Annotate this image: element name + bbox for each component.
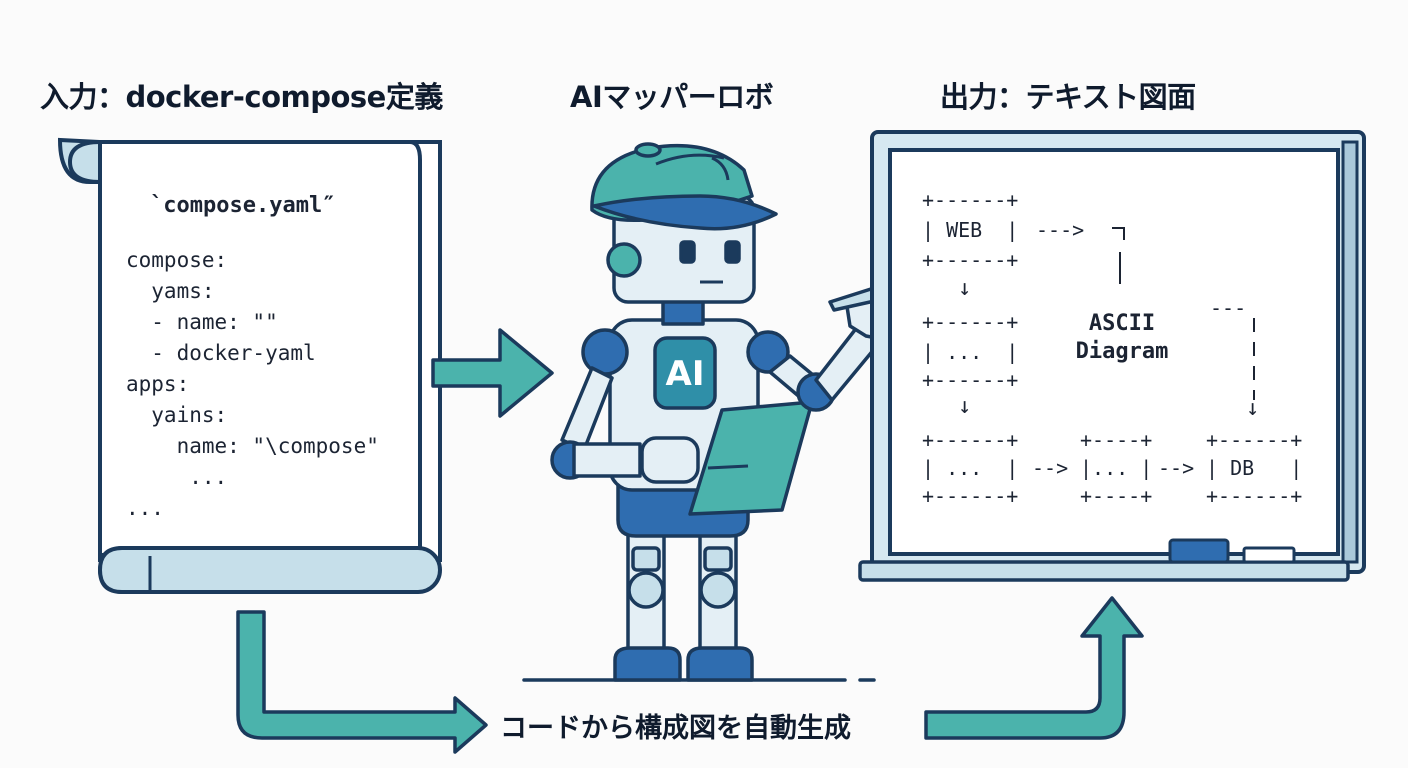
yaml-code-line: ... <box>126 465 228 489</box>
box4-top: +----+ <box>1080 428 1153 452</box>
scroll-filename: `compose.yaml″ <box>150 193 336 218</box>
box3-label: | ... | <box>922 456 1019 480</box>
box4-bottom: +----+ <box>1080 484 1153 508</box>
bottom-caption: コードから構成図を自動生成 <box>500 713 851 744</box>
yaml-code-line: compose: <box>126 248 228 272</box>
ascii-diagram-label: ASCII Diagram <box>1075 311 1169 364</box>
yaml-code-line: yams: <box>126 279 215 303</box>
yaml-code-line: yains: <box>126 403 228 427</box>
yaml-scroll <box>57 137 442 594</box>
eraser-icon <box>1168 538 1230 564</box>
web-box-label: | WEB | <box>922 218 1019 242</box>
db-box-label: | DB | <box>1206 456 1303 480</box>
down-arrow-1: ↓ <box>958 276 972 301</box>
box2-bottom: +------+ <box>922 368 1019 392</box>
yaml-code-line: - docker-yaml <box>126 341 316 365</box>
down-arrow-2: ↓ <box>958 394 972 419</box>
whiteboard-tray <box>858 560 1350 582</box>
box3-top: +------+ <box>922 428 1019 452</box>
box2-label: | ... | <box>922 340 1019 364</box>
yaml-code-line: - name: "" <box>126 310 278 334</box>
yaml-code-line: ... <box>126 496 164 520</box>
ai-mapper-robot <box>550 142 928 682</box>
web-box-bottom: +------+ <box>922 248 1019 272</box>
web-box-top: +------+ <box>922 188 1019 212</box>
box3-bottom: +------+ <box>922 484 1019 508</box>
arrow-b: --> <box>1158 456 1195 480</box>
whiteboard <box>858 130 1366 582</box>
input-heading: 入力：docker-compose定義 <box>40 80 443 114</box>
box2-top: +------+ <box>922 310 1019 334</box>
ascii-connectors <box>1112 227 1255 400</box>
box4-label: |... | <box>1080 456 1153 480</box>
arrow-input-to-robot <box>431 328 554 418</box>
arrow-a: --> <box>1032 456 1069 480</box>
down-arrow-3: ↓ <box>1246 396 1260 421</box>
marker-icon <box>1242 546 1296 564</box>
bottom-flow-right-arrow <box>924 596 1144 740</box>
ai-badge: AI <box>665 354 705 394</box>
yaml-code-line: apps: <box>126 372 190 396</box>
web-arrow: ---> <box>1036 218 1085 242</box>
db-box-top: +------+ <box>1206 428 1303 452</box>
bottom-flow-left-arrow <box>236 610 488 754</box>
db-box-bottom: +------+ <box>1206 484 1303 508</box>
yaml-code-line: name: "\compose" <box>126 434 379 458</box>
dash-top: --- <box>1210 296 1247 320</box>
output-heading: 出力：テキスト図面 <box>940 80 1196 114</box>
robot-heading: AIマッパーロボ <box>570 80 774 114</box>
